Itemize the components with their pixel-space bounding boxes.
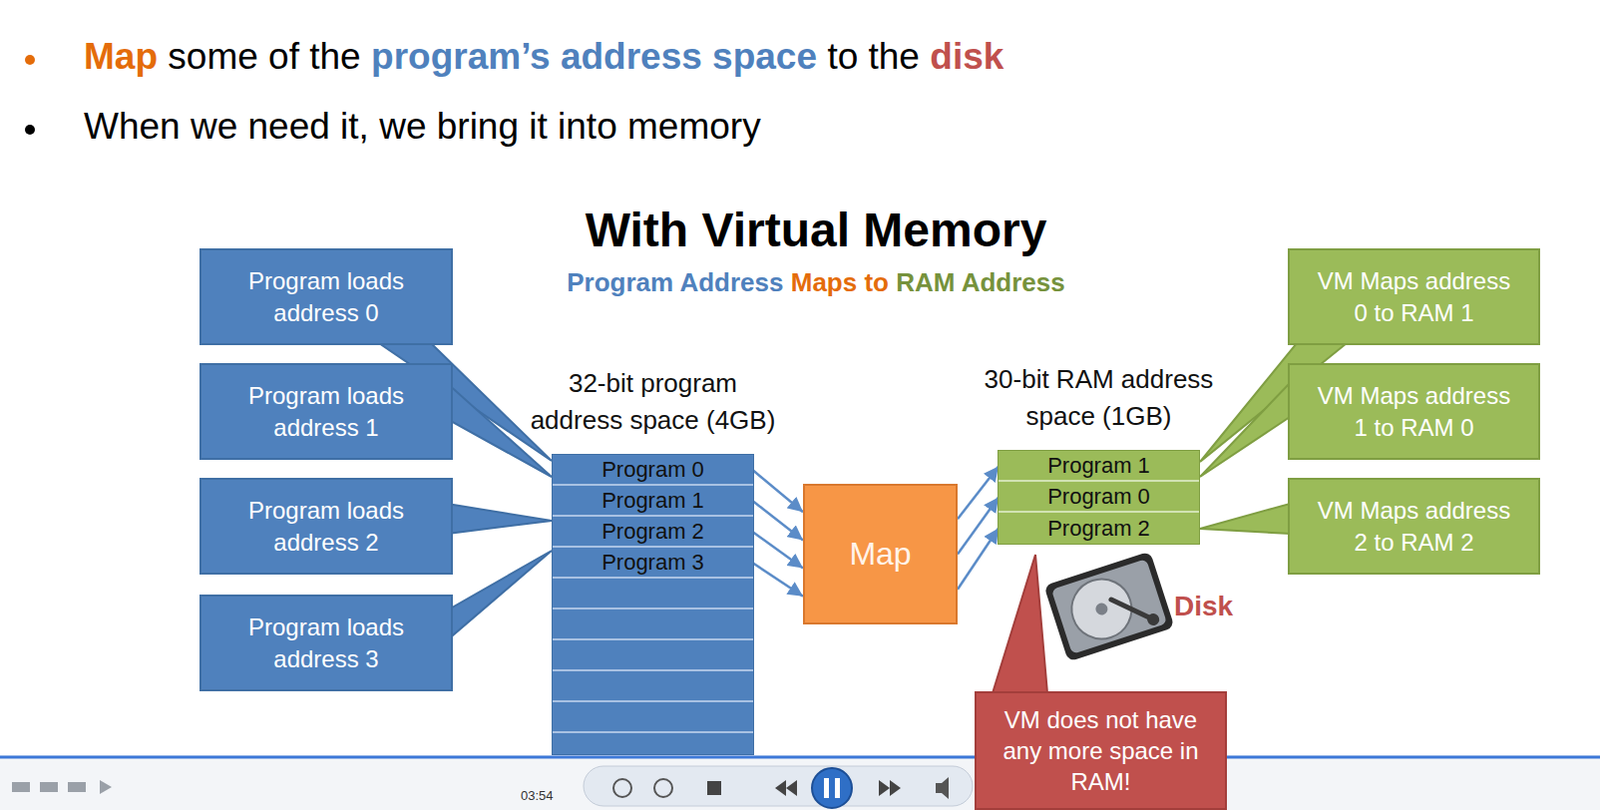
ram-row: Program 2 <box>998 512 1200 544</box>
node-text: VM Maps address 0 to RAM 1 <box>1307 265 1521 328</box>
node-text: Program 0 <box>1047 483 1151 510</box>
ram-column: 30-bit RAM address space (1GB)Program 1P… <box>997 449 1200 545</box>
time-display: 03:54 <box>520 788 554 803</box>
node-text: Program 3 <box>601 549 705 576</box>
bullet-text: Map <box>83 35 158 78</box>
callout-tail <box>446 503 552 534</box>
node-text: Program 2 <box>1047 515 1151 542</box>
callout-tail <box>446 550 552 641</box>
hard-disk-illustration <box>1043 551 1175 663</box>
disk-arm <box>1111 589 1154 631</box>
disk-case <box>1043 551 1175 663</box>
volume-icon <box>935 777 949 800</box>
bullet-line: When we need it, we bring it into memory <box>83 105 762 148</box>
toolbar-icon <box>67 782 86 793</box>
callout-box: VM Maps address 1 to RAM 0 <box>1287 363 1541 460</box>
node-text: Program 2 <box>601 518 705 545</box>
map-arrow <box>957 466 999 520</box>
repeat-icon <box>654 779 673 798</box>
disk-label: Disk <box>1174 590 1233 623</box>
shuffle-icon <box>613 779 632 798</box>
stop-icon <box>707 781 722 796</box>
callout-box: VM does not have any more space in RAM! <box>974 691 1227 810</box>
video-player-bar <box>0 755 1600 810</box>
callout-box: VM Maps address 0 to RAM 1 <box>1287 248 1541 346</box>
disk-arm-pivot <box>1146 611 1162 627</box>
map-arrow <box>957 528 999 590</box>
controls-panel <box>583 766 973 806</box>
map-arrow <box>753 501 803 541</box>
map-arrow <box>957 497 999 555</box>
map-arrow <box>753 563 803 597</box>
node-text: Program 1 <box>601 487 705 514</box>
node-text: VM does not have any more space in RAM! <box>994 704 1207 799</box>
toolbar-icon <box>39 782 58 793</box>
forward-icon <box>878 780 901 797</box>
disk-label-group: Disk <box>1174 590 1233 623</box>
disk-plate <box>1051 558 1168 655</box>
callout-box: Program loads address 3 <box>199 594 453 692</box>
memory-row: Program 3 <box>552 547 754 579</box>
subtitle-text: RAM Address <box>895 267 1066 299</box>
node-text: VM Maps address 2 to RAM 2 <box>1307 494 1521 557</box>
toolbar-icon <box>99 780 112 795</box>
ram-row: Program 0 <box>998 481 1200 513</box>
bullet-line: Mapsome of theprogram’s address spaceto … <box>83 35 1004 78</box>
callout-tail <box>1200 503 1290 534</box>
player-background <box>0 755 1600 810</box>
address-space-column: 32-bit program address space (4GB)Progra… <box>551 453 755 756</box>
memory-row: Program 1 <box>552 485 754 517</box>
callout-box: Program loads address 0 <box>199 248 453 346</box>
node-text: Program loads address 2 <box>219 494 433 557</box>
node-text: Program 1 <box>1047 452 1151 479</box>
bullet-dot <box>24 124 35 135</box>
subtitle-text: Maps to <box>791 267 889 299</box>
node-text: Program loads address 1 <box>219 380 433 442</box>
bullet-text: disk <box>929 35 1004 78</box>
bullet-text: When we need it, we bring it into memory <box>83 105 762 148</box>
memory-row: Program 0 <box>552 454 754 486</box>
subtitle-line: Program AddressMaps toRAM Address <box>317 267 1315 299</box>
pause-bar <box>823 778 829 799</box>
diagram-title: With Virtual Memory <box>317 202 1315 258</box>
pause-bar <box>834 778 840 799</box>
node-text: Program 0 <box>601 456 705 483</box>
bullet-text: some of the <box>167 35 361 78</box>
callout-box: Program loads address 1 <box>199 363 453 460</box>
map-arrow <box>753 532 803 569</box>
time-group: 03:54 <box>520 788 554 803</box>
subtitle-text: Program Address <box>566 267 784 299</box>
progress-line <box>0 756 1600 760</box>
bullet-text: program’s address space <box>371 35 817 78</box>
callout-box: Program loads address 2 <box>199 477 453 575</box>
ram-row: Program 1 <box>998 450 1200 482</box>
bullet-dot <box>24 54 35 65</box>
column-heading: 30-bit RAM address space (1GB) <box>971 361 1226 435</box>
callout-tail <box>992 554 1048 694</box>
node-text: Program loads address 0 <box>219 265 433 328</box>
column-heading: 32-bit program address space (4GB) <box>525 365 781 439</box>
node-text: Map <box>848 535 911 573</box>
memory-row: Program 2 <box>552 516 754 548</box>
bullet-text: to the <box>826 35 920 78</box>
pause-button <box>811 768 852 808</box>
disk-spindle <box>1094 601 1110 617</box>
callout-box: VM Maps address 2 to RAM 2 <box>1287 477 1541 575</box>
toolbar-icon <box>11 782 30 793</box>
node-text: VM Maps address 1 to RAM 0 <box>1307 380 1521 442</box>
rewind-icon <box>775 780 798 797</box>
node-text: Program loads address 3 <box>219 611 433 674</box>
callout-tail <box>1200 383 1290 477</box>
map-box: Map <box>802 483 958 625</box>
